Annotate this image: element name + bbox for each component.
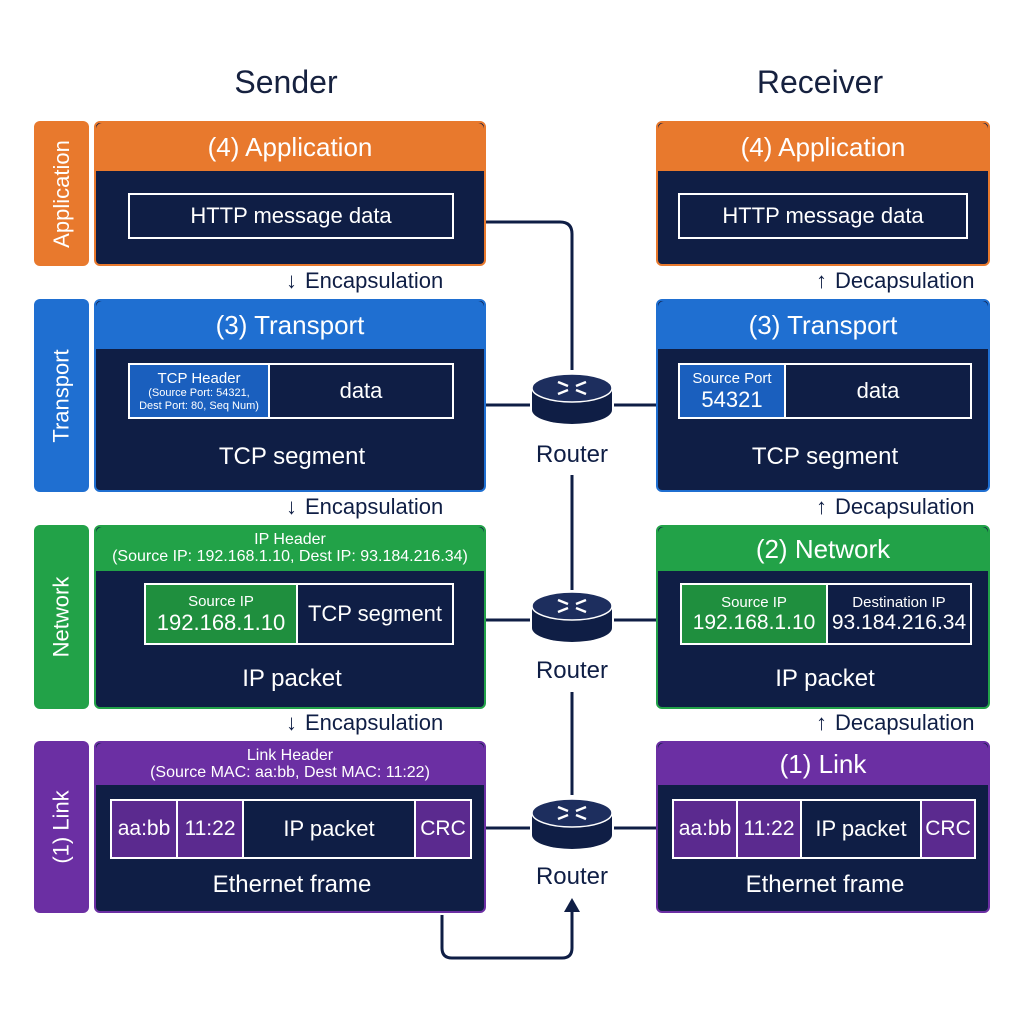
router-icon (528, 370, 616, 432)
sender-encapsulation-2: ↓Encapsulation (286, 494, 444, 519)
arrow-up-icon: ↑ (816, 494, 827, 519)
sender-ethernet-frame-caption: Ethernet frame (212, 871, 372, 898)
router-label-1: Router (535, 441, 609, 468)
sender-ip-packet-box: Source IP 192.168.1.10 TCP segment (144, 583, 454, 645)
sender-ip-header: IP Header (Source IP: 192.168.1.10, Dest… (96, 527, 484, 571)
arrow-up-icon: ↑ (816, 268, 827, 293)
arrow-up-icon: ↑ (816, 710, 827, 735)
receiver-transport-layer: (3) Transport Source Port 54321 data TCP… (656, 299, 990, 492)
sender-ip-payload-cell: IP packet (244, 801, 416, 857)
receiver-ip-packet-box: Source IP 192.168.1.10 Destination IP 93… (680, 583, 972, 645)
line-app-to-router1 (486, 220, 574, 370)
sender-data-cell: data (339, 378, 383, 403)
sender-tcp-segment-caption: TCP segment (218, 443, 366, 470)
arrow-down-icon: ↓ (286, 268, 297, 293)
receiver-crc-cell: CRC (922, 801, 974, 857)
router-label-2: Router (535, 657, 609, 684)
sender-crc-cell: CRC (416, 801, 470, 857)
receiver-application-layer: (4) Application HTTP message data (656, 121, 990, 266)
side-tab-network: Network (34, 525, 89, 709)
receiver-data-cell: data (856, 378, 900, 403)
sender-ip-packet-caption: IP packet (242, 665, 342, 692)
sender-link-header: Link Header (Source MAC: aa:bb, Dest MAC… (96, 743, 484, 785)
receiver-ip-packet-caption: IP packet (775, 665, 875, 692)
side-tab-application: Application (34, 121, 89, 266)
sender-transport-header: (3) Transport (96, 301, 484, 349)
sender-dst-mac-cell: 11:22 (178, 801, 244, 857)
receiver-network-header: (2) Network (658, 527, 988, 571)
receiver-http-message-box: HTTP message data (678, 193, 968, 239)
sender-src-mac-cell: aa:bb (112, 801, 178, 857)
receiver-application-header: (4) Application (658, 123, 988, 171)
sender-link-layer: Link Header (Source MAC: aa:bb, Dest MAC… (94, 741, 486, 913)
receiver-decapsulation-2: ↑Decapsulation (816, 494, 975, 519)
sender-http-message-box: HTTP message data (128, 193, 454, 239)
receiver-transport-header: (3) Transport (658, 301, 988, 349)
receiver-decapsulation-3: ↑Decapsulation (816, 710, 975, 735)
receiver-ip-payload-cell: IP packet (802, 801, 922, 857)
receiver-ethernet-frame-box: aa:bb 11:22 IP packet CRC (672, 799, 976, 859)
arrow-down-icon: ↓ (286, 710, 297, 735)
sender-network-layer: IP Header (Source IP: 192.168.1.10, Dest… (94, 525, 486, 709)
sender-encapsulation-1: ↓Encapsulation (286, 268, 444, 293)
receiver-link-header: (1) Link (658, 743, 988, 785)
receiver-dst-mac-cell: 11:22 (738, 801, 802, 857)
sender-tcp-payload-cell: TCP segment (307, 601, 443, 626)
sender-title: Sender (234, 64, 338, 100)
receiver-src-mac-cell: aa:bb (674, 801, 738, 857)
arrow-down-icon: ↓ (286, 494, 297, 519)
sender-application-layer: (4) Application HTTP message data (94, 121, 486, 266)
receiver-link-layer: (1) Link aa:bb 11:22 IP packet CRC Ether… (656, 741, 990, 913)
receiver-ethernet-frame-caption: Ethernet frame (745, 871, 905, 898)
side-tab-transport: Transport (34, 299, 89, 492)
sender-tcp-header-cell: TCP Header (Source Port: 54321, Dest Por… (130, 365, 270, 417)
sender-tcp-segment-box: TCP Header (Source Port: 54321, Dest Por… (128, 363, 454, 419)
receiver-title: Receiver (756, 64, 884, 100)
receiver-dest-ip-cell: Destination IP 93.184.216.34 (831, 593, 967, 634)
router-icon (528, 795, 616, 857)
side-tab-link: (1) Link (34, 741, 89, 913)
receiver-tcp-segment-caption: TCP segment (751, 443, 899, 470)
sender-application-header: (4) Application (96, 123, 484, 171)
line-bottom-loop (440, 910, 574, 960)
receiver-decapsulation-1: ↑Decapsulation (816, 268, 975, 293)
router-icon (528, 588, 616, 650)
receiver-source-port-cell: Source Port 54321 (680, 365, 786, 417)
router-label-3: Router (535, 863, 609, 890)
receiver-source-ip-cell: Source IP 192.168.1.10 (682, 585, 828, 643)
sender-ethernet-frame-box: aa:bb 11:22 IP packet CRC (110, 799, 472, 859)
sender-source-ip-cell: Source IP 192.168.1.10 (146, 585, 298, 643)
receiver-network-layer: (2) Network Source IP 192.168.1.10 Desti… (656, 525, 990, 709)
sender-encapsulation-3: ↓Encapsulation (286, 710, 444, 735)
arrowhead-up (564, 898, 580, 912)
sender-transport-layer: (3) Transport TCP Header (Source Port: 5… (94, 299, 486, 492)
receiver-tcp-segment-box: Source Port 54321 data (678, 363, 972, 419)
